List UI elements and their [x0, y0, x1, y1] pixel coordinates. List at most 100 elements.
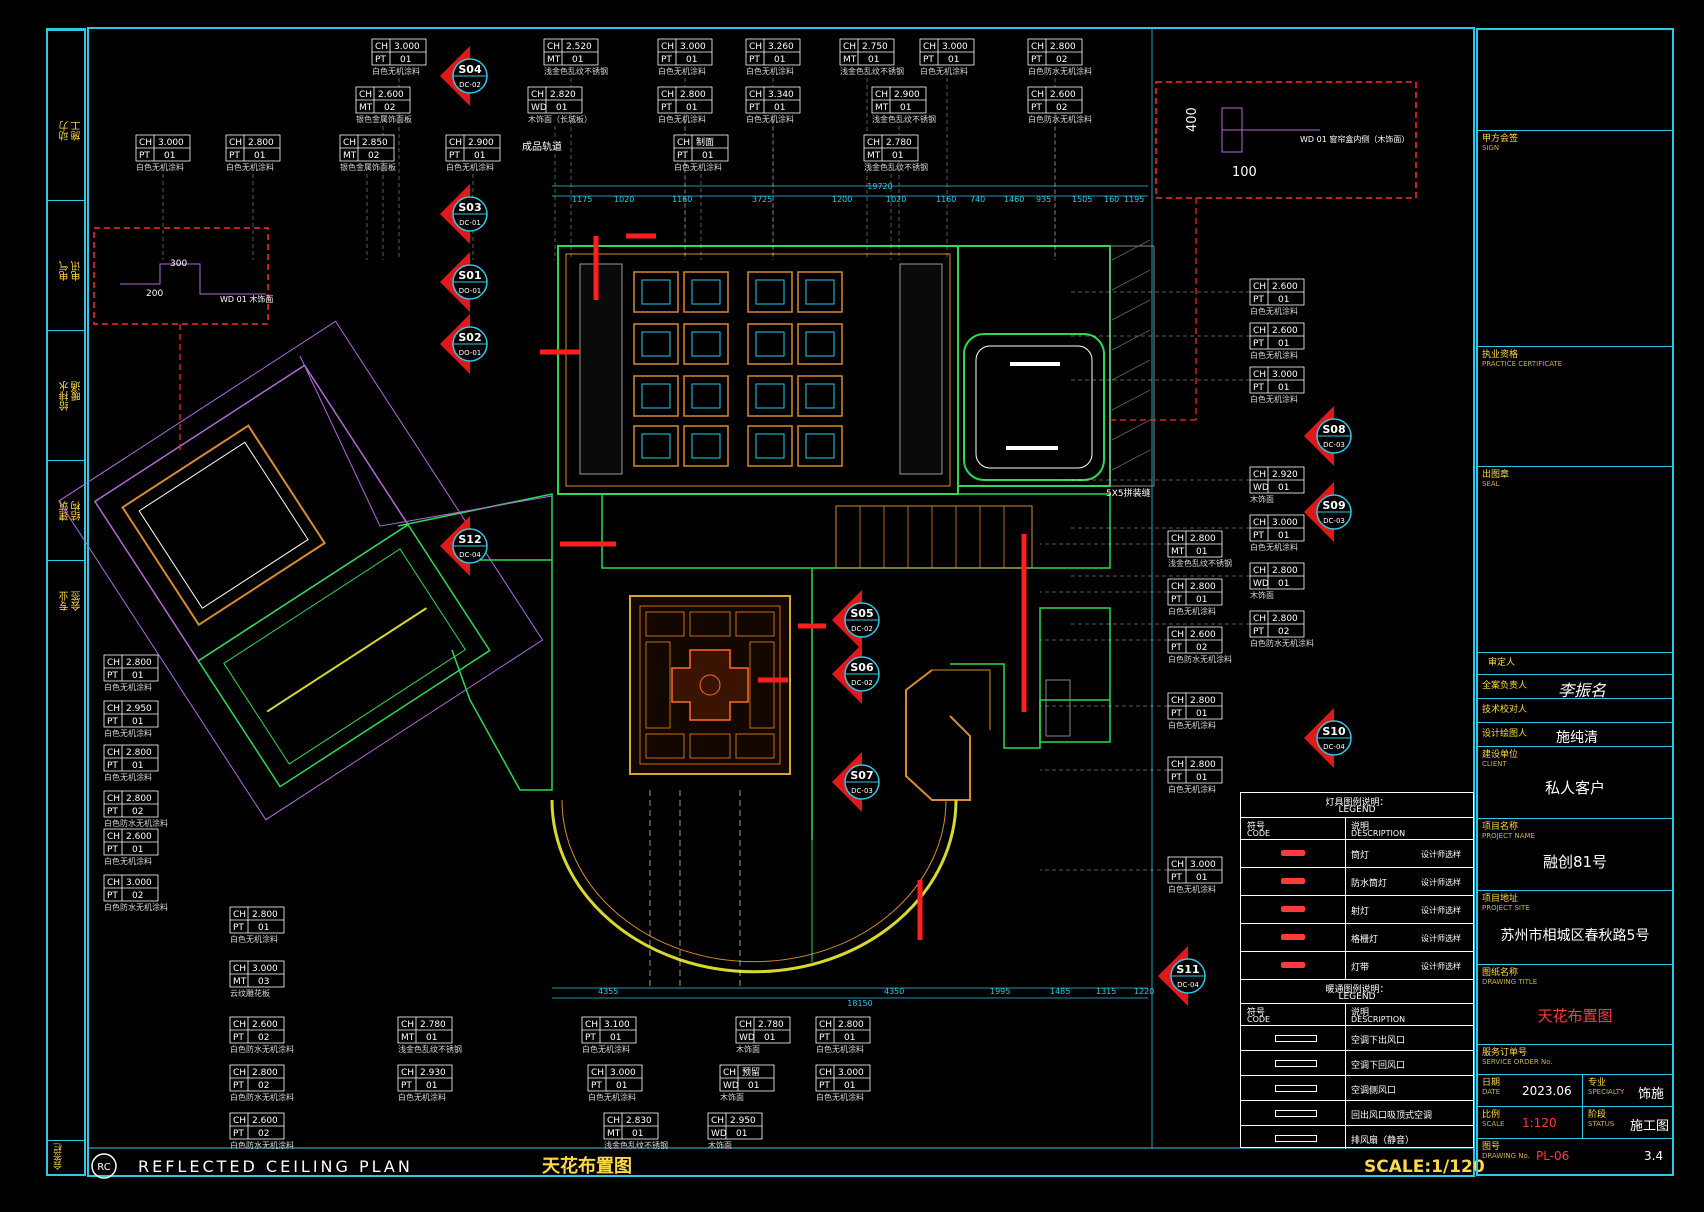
- legend-vent-icon: [1275, 1060, 1317, 1067]
- tag-height: 2.800: [126, 748, 152, 758]
- tb-site-sub: PROJECT SITE: [1482, 904, 1530, 912]
- tag-material: 木饰面: [736, 1044, 760, 1054]
- svg-text:3725: 3725: [752, 195, 772, 204]
- tag-ch-label: CH: [677, 138, 690, 148]
- coffer-inner: [805, 279, 835, 305]
- legend-vent-en: LEGEND: [1338, 992, 1376, 1002]
- legend-desc: 格栅灯: [1351, 935, 1379, 945]
- legend-desc: 空调下回风口: [1351, 1061, 1406, 1071]
- desc-cn: 说明: [1351, 1008, 1370, 1018]
- tag-height: 2.930: [420, 1068, 446, 1078]
- tag-number: 01: [748, 1081, 759, 1091]
- tag-code: PT: [819, 1033, 830, 1043]
- tag-number: 02: [132, 891, 143, 901]
- section-ref: DO-01: [459, 349, 482, 357]
- signoff-cell: 会签栏: [48, 1140, 84, 1176]
- tag-ch-label: CH: [547, 42, 560, 52]
- tag-code: PT: [661, 55, 672, 65]
- tb-project: 项目名称 PROJECT NAME 融创81号: [1478, 818, 1672, 890]
- bedroom-ceiling: [957, 239, 1155, 487]
- legend-note: 设计师选样: [1421, 934, 1461, 943]
- detail2-label: WD 01 木饰面: [220, 294, 273, 304]
- tag-material: 白色防水无机涂料: [1250, 638, 1314, 648]
- tag-height: 2.780: [420, 1020, 446, 1030]
- tag-material: 白色防水无机涂料: [230, 1044, 294, 1054]
- tag-material: 白色无机涂料: [104, 772, 152, 782]
- legend-light-row: 灯带 设计师选样: [1241, 951, 1473, 979]
- legend-desc: 灯带: [1351, 963, 1370, 973]
- legend-divider: [1345, 1003, 1346, 1149]
- section-id: S08: [1322, 423, 1345, 436]
- tb-build-label: 建设单位: [1482, 750, 1519, 760]
- tag-number: 02: [1056, 55, 1067, 65]
- tag-material: 白色无机涂料: [1168, 720, 1216, 730]
- tag-material: 白色无机涂料: [582, 1044, 630, 1054]
- tag-ch-label: CH: [1253, 518, 1266, 528]
- tag-code: WD: [739, 1033, 755, 1043]
- section-id: S09: [1322, 499, 1345, 512]
- tag-ch-label: CH: [401, 1020, 414, 1030]
- tb-reviewer: 审定人: [1478, 652, 1672, 674]
- tag-code: PT: [233, 1033, 244, 1043]
- legend-light-row: 筒灯 设计师选样: [1241, 839, 1473, 867]
- ceiling-coffer: [633, 425, 679, 467]
- tag-code: PT: [375, 55, 386, 65]
- master-suite-wing: [58, 320, 544, 821]
- tag-height: 3.100: [604, 1020, 630, 1030]
- tag-number: 01: [258, 923, 269, 933]
- tag-ch-label: CH: [923, 42, 936, 52]
- tb-drawing-no: 图号 DRAWING No. PL-06 3.4: [1478, 1138, 1672, 1176]
- tb-client: 甲方会签 SIGN: [1478, 130, 1672, 346]
- desc-en: DESCRIPTION: [1351, 1015, 1406, 1024]
- tag-ch-label: CH: [585, 1020, 598, 1030]
- tag-number: 02: [258, 1033, 269, 1043]
- detail-dim-400: 400: [1185, 107, 1200, 132]
- section-id: S04: [458, 63, 482, 76]
- tb-project-sub: PROJECT NAME: [1482, 832, 1535, 840]
- section-ref: DC-03: [1323, 517, 1345, 525]
- tb-build-sub: CLIENT: [1482, 760, 1507, 768]
- ceiling-coffer: [747, 425, 793, 467]
- code-en: CODE: [1247, 1015, 1271, 1024]
- tag-ch-label: CH: [107, 794, 120, 804]
- section-ref: DC-02: [459, 81, 481, 89]
- legend-vent-icon: [1275, 1085, 1317, 1092]
- tag-height: 3.340: [768, 90, 794, 100]
- tag-code: PT: [107, 671, 118, 681]
- legend-head-row: 符号 CODE 说明 DESCRIPTION: [1241, 1003, 1473, 1025]
- tag-ch-label: CH: [723, 1068, 736, 1078]
- tag-number: 01: [764, 1033, 775, 1043]
- tb-site-label: 项目地址: [1482, 894, 1519, 904]
- tb-status-sub: STATUS: [1588, 1120, 1615, 1128]
- tag-height: 2.600: [1050, 90, 1076, 100]
- tag-material: 木饰面: [1250, 494, 1274, 504]
- tag-material: 浅金色乱纹不锈钢: [398, 1044, 462, 1054]
- tag-material: 白色无机涂料: [1168, 606, 1216, 616]
- tb-build-value: 私人客户: [1544, 779, 1605, 797]
- tag-material: 白色无机涂料: [1250, 394, 1298, 404]
- ceiling-coffer: [633, 375, 679, 417]
- section-id: S02: [458, 331, 481, 344]
- ceiling-coffer: [747, 271, 793, 313]
- tag-number: 02: [132, 807, 143, 817]
- coffer-inner: [691, 331, 721, 357]
- ceiling-coffer: [747, 323, 793, 365]
- tag-material: 白色无机涂料: [920, 66, 968, 76]
- tag-code: WD: [1253, 483, 1269, 493]
